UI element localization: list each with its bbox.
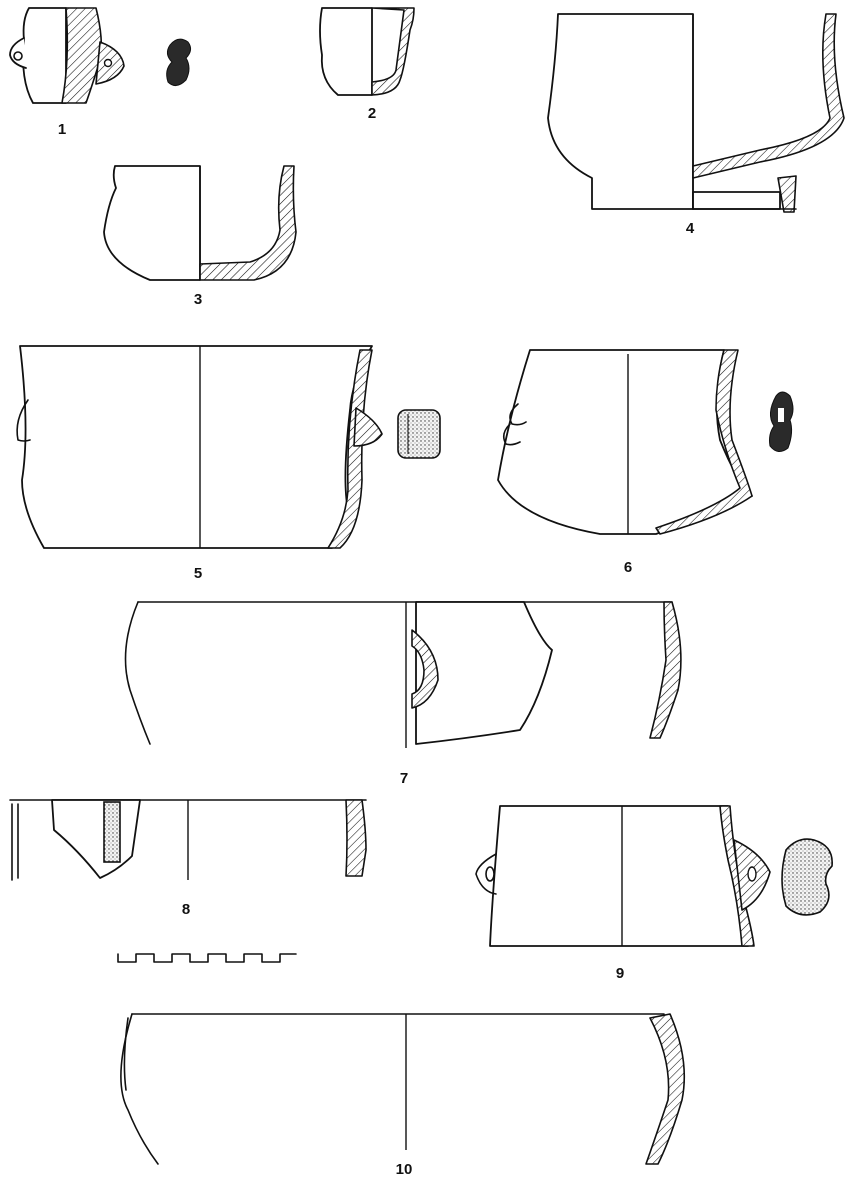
scale-bar	[117, 953, 297, 963]
figure-label-4: 4	[686, 220, 695, 237]
vessel-3	[103, 165, 297, 281]
vessel-6	[497, 349, 794, 535]
figure-label-10: 10	[396, 1161, 413, 1178]
figure-label-1: 1	[58, 121, 66, 138]
figure-label-7: 7	[400, 770, 408, 787]
vessel-1	[9, 7, 192, 104]
vessel-2	[319, 7, 415, 96]
vessel-4	[547, 13, 845, 213]
lug-detail-5	[397, 409, 441, 459]
vessel-10	[120, 1013, 686, 1165]
vessel-7	[124, 601, 682, 748]
lug-detail-1	[166, 38, 192, 86]
figure-label-9: 9	[616, 965, 624, 982]
vessel-9	[475, 805, 833, 947]
figure-label-2: 2	[368, 105, 376, 122]
lug-detail-9	[781, 838, 833, 916]
figure-label-3: 3	[194, 291, 202, 308]
vessel-5	[16, 345, 441, 549]
figure-label-8: 8	[182, 901, 190, 918]
figure-label-6: 6	[624, 559, 632, 576]
figure-label-5: 5	[194, 565, 202, 582]
vessel-8	[9, 799, 367, 881]
